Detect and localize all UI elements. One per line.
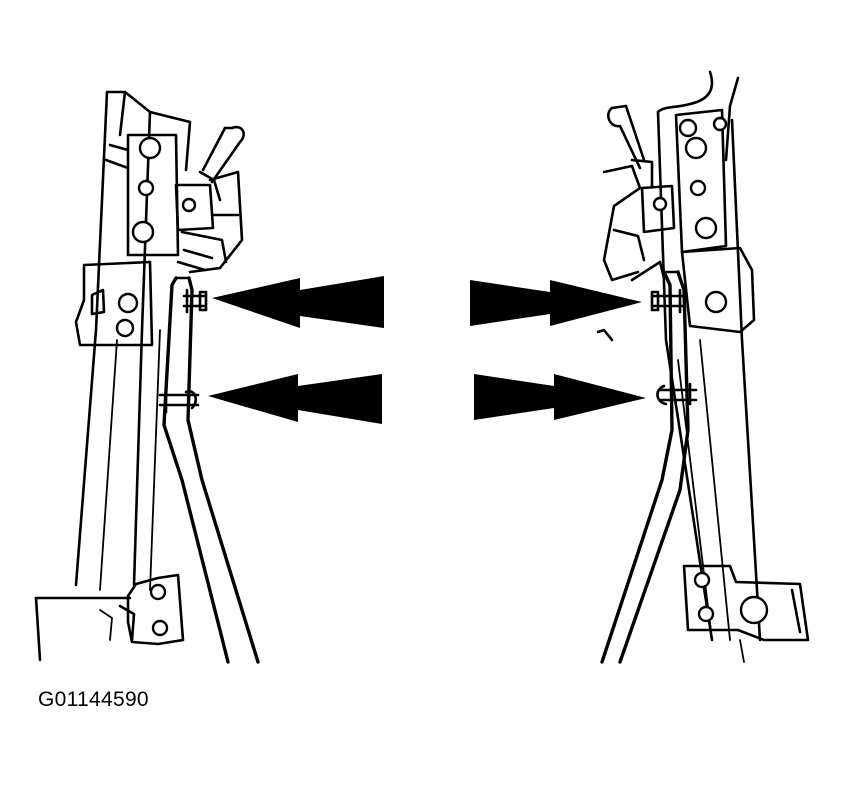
- right-upper-arrow-icon: [470, 280, 642, 326]
- left-upper-arrow-icon: [212, 276, 384, 328]
- left-lower-arrow-icon: [208, 374, 382, 424]
- right-seat-track-assembly: [596, 70, 810, 664]
- left-seat-track-assembly: [34, 90, 260, 664]
- figure-id-label: G01144590: [38, 688, 149, 711]
- right-lower-arrow-icon: [474, 374, 646, 420]
- right-arrows: [470, 280, 646, 420]
- left-arrows: [208, 276, 384, 424]
